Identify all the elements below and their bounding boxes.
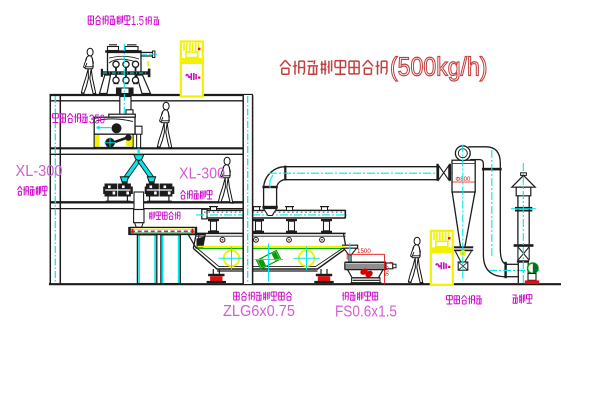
svg-text:XL-300: XL-300 (179, 166, 225, 183)
svg-text:ZLG6x0.75: ZLG6x0.75 (223, 303, 295, 320)
svg-text:350: 350 (89, 112, 105, 127)
svg-text:1.5: 1.5 (131, 14, 144, 28)
svg-text:500: 500 (385, 265, 391, 276)
svg-text:FS0.6x1.5: FS0.6x1.5 (335, 304, 397, 321)
svg-text:1500: 1500 (357, 248, 371, 255)
svg-text:XL-300: XL-300 (16, 163, 63, 180)
svg-text:(500kg/h): (500kg/h) (390, 52, 488, 82)
